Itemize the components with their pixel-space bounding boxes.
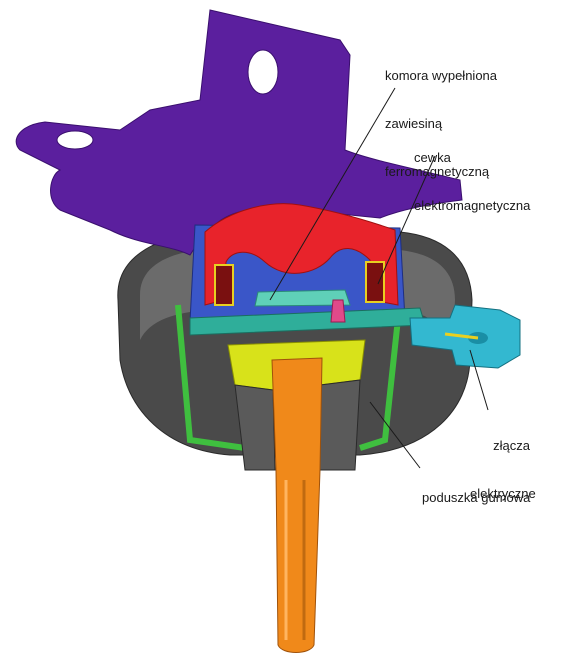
leader-cushion bbox=[369, 401, 421, 469]
coil-right bbox=[365, 261, 385, 303]
fluid-chamber bbox=[204, 203, 399, 306]
label-fluid-chamber-line3: ferromagnetyczną bbox=[385, 164, 490, 179]
label-connectors-line1: złącza bbox=[493, 438, 530, 453]
label-fluid-chamber-line1: komora wypełniona bbox=[385, 68, 498, 83]
label-coil: cewka elektromagnetyczna bbox=[414, 118, 530, 246]
pressure-plug bbox=[330, 299, 346, 323]
label-connectors: złącza elektryczne bbox=[470, 406, 536, 534]
connector-pin bbox=[444, 332, 479, 340]
gasket-ring bbox=[175, 299, 403, 451]
leader-coil bbox=[377, 155, 436, 285]
label-fluid-chamber-line2: zawiesiną bbox=[385, 116, 443, 131]
label-coil-line1: cewka bbox=[414, 150, 451, 165]
piston-disc bbox=[254, 289, 351, 307]
label-cushion-text: poduszka gumowa bbox=[422, 490, 531, 505]
label-cushion: poduszka gumowa bbox=[422, 458, 530, 538]
coil-left bbox=[214, 264, 234, 306]
bracket-hole-top bbox=[247, 49, 279, 95]
label-coil-line2: elektromagnetyczna bbox=[414, 198, 531, 213]
label-connectors-line2: elektryczne bbox=[470, 486, 536, 501]
label-fluid-chamber: komora wypełniona zawiesiną ferromagnety… bbox=[385, 36, 497, 212]
leader-connectors bbox=[469, 349, 489, 411]
leader-chamber bbox=[269, 87, 396, 301]
mounting-bolt bbox=[271, 357, 323, 653]
bracket-hole-side bbox=[56, 130, 94, 150]
